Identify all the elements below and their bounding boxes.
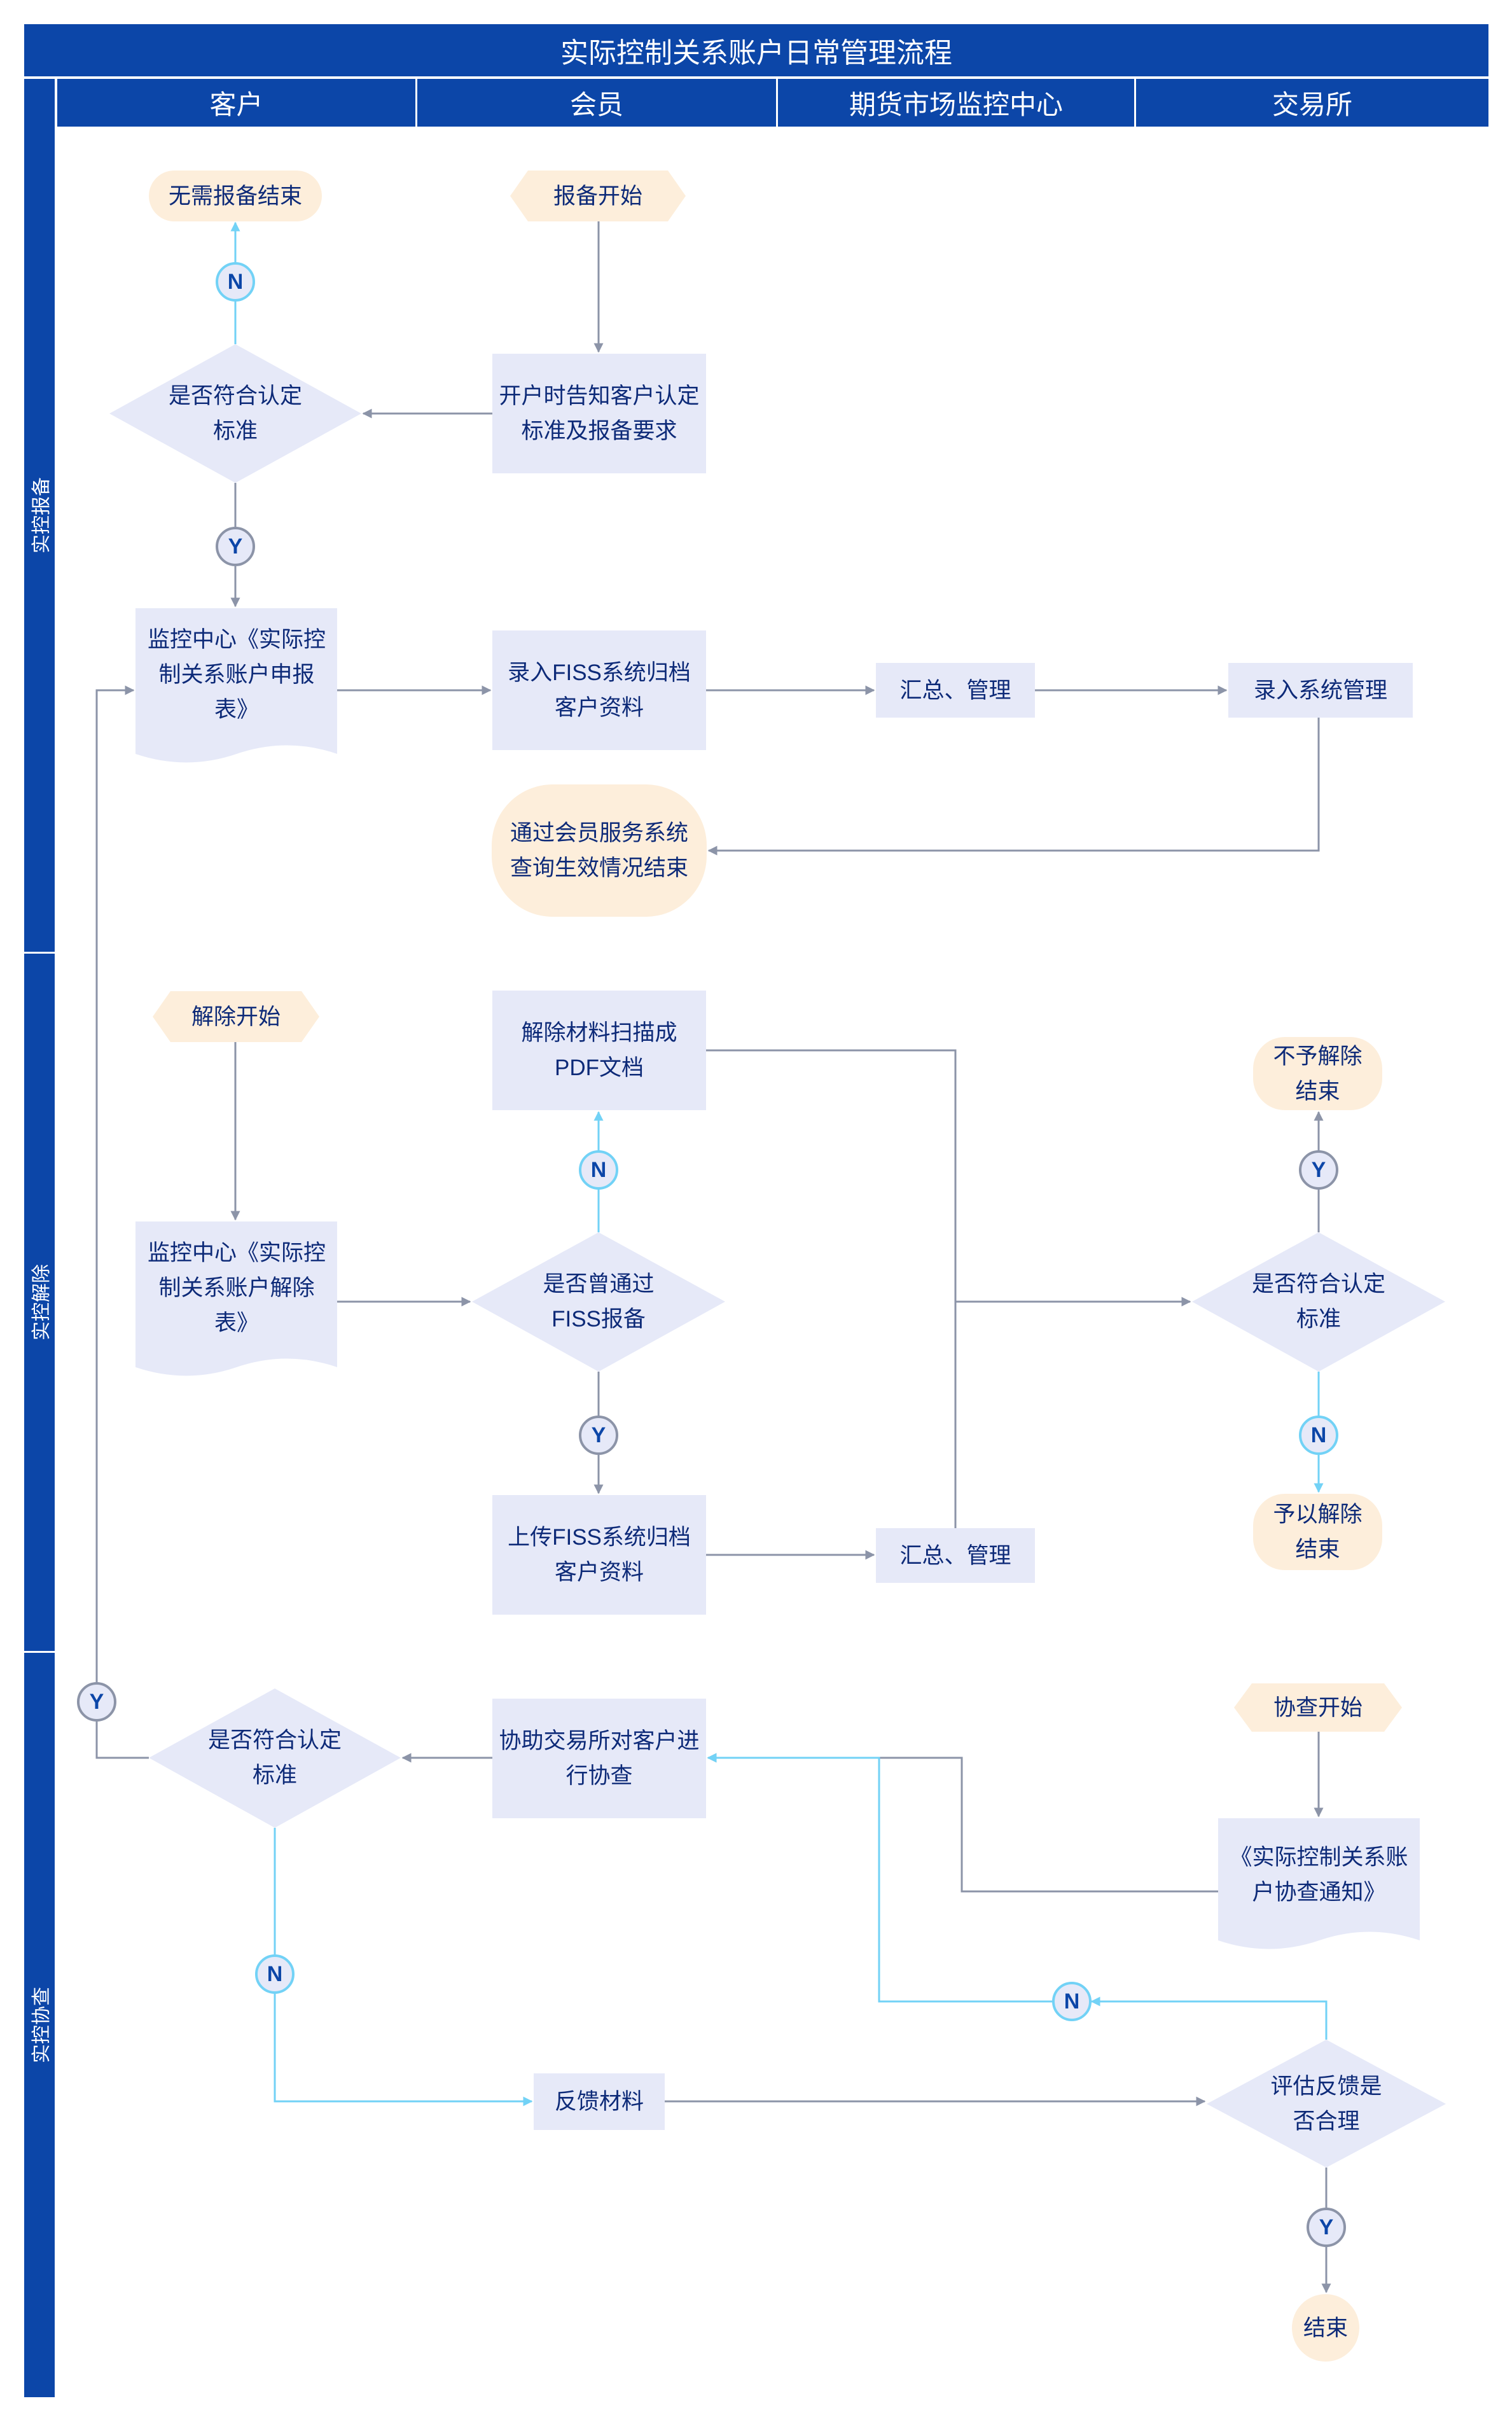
node-release-start: 解除开始 (191, 1004, 281, 1029)
column-header-monitoring-center: 期货市场监控中心 (778, 79, 1134, 127)
shape-aggregate-manage-1 (876, 663, 1035, 718)
label-no-report: N (227, 269, 244, 294)
lane-release: 实控解除 (24, 954, 55, 1651)
arrow-standard-3-to-yes-marker (95, 1722, 149, 1759)
marker-n-standard-3 (255, 1954, 295, 1994)
diagram-title: 实际控制关系账户日常管理流程 (24, 24, 1488, 76)
arrow-evaluate-to-no-marker (1090, 1996, 1328, 2040)
node-inquiry-start: 协查开始 (1273, 1695, 1363, 1720)
node-aggregate-manage-2: 汇总、管理 (899, 1543, 1011, 1568)
shape-inquiry-start (1234, 1683, 1402, 1732)
node-not-release-end: 不予解除结束 (1273, 1043, 1363, 1104)
marker-n-report (216, 262, 255, 302)
marker-y-passed-fiss (579, 1416, 618, 1455)
shape-no-report-end (149, 171, 322, 221)
shape-meets-standard-3 (149, 1688, 401, 1828)
marker-y-report (216, 527, 255, 566)
shape-end (1292, 2294, 1359, 2362)
shape-scan-pdf (492, 991, 706, 1110)
shape-feedback-material (534, 2073, 665, 2130)
shape-monitor-apply-form (135, 608, 337, 763)
label-yes-report: Y (228, 534, 243, 559)
node-enter-fiss-archive: 录入FISS系统归档客户资料 (508, 660, 691, 720)
shape-query-effect-end (492, 784, 707, 917)
arrow-system-manage-to-query-end (707, 718, 1320, 856)
node-meets-standard-2: 是否符合认定标准 (1251, 1272, 1385, 1332)
shape-meets-standard-2 (1192, 1232, 1445, 1372)
shape-release-end (1253, 1494, 1382, 1570)
marker-y-evaluate (1307, 2208, 1346, 2247)
marker-y-standard-3 (77, 1682, 116, 1722)
label-no-evaluate: N (1064, 1989, 1080, 2014)
shape-passed-fiss (472, 1232, 725, 1372)
node-passed-fiss: 是否曾通过FISS报备 (543, 1272, 655, 1332)
node-evaluate-feedback: 评估反馈是否合理 (1270, 2074, 1382, 2134)
column-header-customer: 客户 (57, 79, 415, 127)
shape-not-release-end (1253, 1037, 1382, 1110)
decision-markers (77, 262, 1346, 2247)
node-report-start: 报备开始 (553, 183, 642, 209)
node-aggregate-manage-1: 汇总、管理 (899, 678, 1011, 703)
shape-enter-fiss-archive (492, 630, 706, 750)
node-scan-pdf: 解除材料扫描成PDF文档 (521, 1020, 677, 1080)
node-no-report-end: 无需报备结束 (168, 183, 302, 209)
label-yes-standard-2: Y (1311, 1157, 1326, 1182)
shape-report-start (510, 171, 686, 221)
arrow-notice-to-assist-inquiry (707, 1753, 1218, 1893)
shape-enter-system-manage (1228, 663, 1413, 718)
shape-release-start (153, 991, 319, 1042)
arrow-yes-marker-to-apply-form (95, 685, 135, 1682)
shape-meets-standard-1 (109, 344, 361, 483)
lane-report: 实控报备 (24, 79, 55, 952)
arrow-no-marker-to-assist-inquiry (707, 1753, 1052, 2003)
node-query-effect-end: 通过会员服务系统查询生效情况结束 (510, 821, 688, 880)
label-no-standard-3: N (267, 1961, 283, 1986)
shape-inquiry-notice (1218, 1818, 1420, 1949)
node-feedback-material: 反馈材料 (554, 2089, 644, 2114)
column-header-exchange: 交易所 (1136, 79, 1488, 127)
label-yes-standard-3: Y (89, 1689, 104, 1714)
node-monitor-apply-form: 监控中心《实际控制关系账户申报表》 (147, 627, 326, 722)
node-enter-system-manage: 录入系统管理 (1253, 678, 1387, 703)
node-inform-standard: 开户时告知客户认定标准及报备要求 (499, 384, 700, 443)
node-monitor-release-form: 监控中心《实际控制关系账户解除表》 (147, 1240, 326, 1335)
node-release-end: 予以解除结束 (1273, 1502, 1363, 1562)
label-yes-evaluate: Y (1319, 2215, 1334, 2239)
node-assist-inquiry: 协助交易所对客户进行协查 (499, 1729, 700, 1788)
label-yes-passed-fiss: Y (591, 1423, 606, 1447)
marker-n-evaluate (1052, 1982, 1092, 2021)
arrow-no-marker-to-feedback (274, 1994, 533, 2106)
node-end: 结束 (1303, 2315, 1348, 2341)
marker-n-passed-fiss (579, 1150, 618, 1190)
label-no-passed-fiss: N (590, 1157, 607, 1182)
connector-scan-pdf-to-merge (706, 1049, 957, 1528)
shape-assist-inquiry (492, 1699, 706, 1818)
shape-aggregate-manage-2 (876, 1528, 1035, 1583)
node-meets-standard-3: 是否符合认定标准 (207, 1728, 342, 1788)
label-no-standard-2: N (1310, 1423, 1327, 1447)
shape-monitor-release-form (135, 1221, 337, 1376)
marker-n-standard-2 (1299, 1416, 1338, 1455)
shape-upload-fiss-archive (492, 1495, 706, 1615)
node-inquiry-notice: 《实际控制关系账户协查通知》 (1230, 1845, 1408, 1905)
marker-y-standard-2 (1299, 1150, 1338, 1190)
node-meets-standard-1: 是否符合认定标准 (168, 384, 302, 443)
column-header-member: 会员 (417, 79, 776, 127)
shape-evaluate-feedback (1207, 2040, 1446, 2168)
shape-inform-standard (492, 354, 706, 473)
lane-inquiry: 实控协查 (24, 1653, 55, 2397)
node-upload-fiss-archive: 上传FISS系统归档客户资料 (508, 1525, 691, 1585)
